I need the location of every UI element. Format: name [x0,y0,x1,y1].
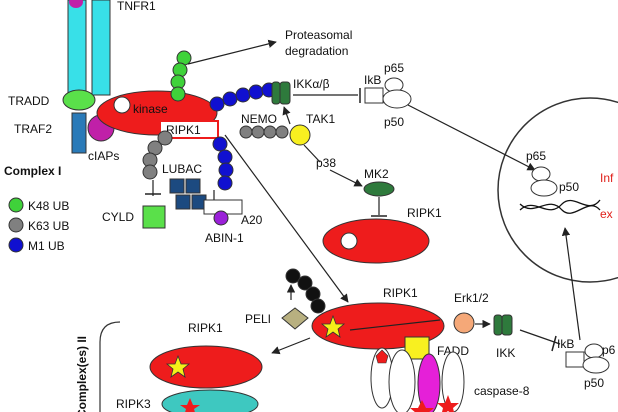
erk-node [453,312,475,334]
abin1-label: ABIN-1 [205,231,244,245]
tnfr1-chain-right [91,0,111,96]
ex-label: ex [600,207,613,221]
ripk3-label: RIPK3 [116,397,151,411]
abin1-node [213,210,229,226]
caspase8-node [370,347,465,412]
ikk-ab-label: IKKα/β [293,77,330,91]
p50-top-label: p50 [384,115,404,129]
ubiquitin-legend: K48 UB K63 UB M1 UB [8,197,69,253]
fadd-label: FADD [437,344,469,358]
p38-label: p38 [316,156,336,170]
lubac-node [169,178,207,210]
ikk-ikb-bottom-bar [551,335,557,352]
legend-m1-swatch [8,237,24,253]
ikb-bottom-node [565,351,585,368]
legend-k63-swatch [8,217,24,233]
fadd-node [404,336,430,360]
tak1-node [289,124,311,146]
m1-chain-top [209,82,277,112]
p38-mk2-arrow [329,169,363,187]
p50-bottom-node [582,356,610,374]
ikk-bottom-label: IKK [496,346,515,360]
cyld-node [142,205,166,229]
ripk1-necrosome-node [149,345,263,389]
a20-label: A20 [241,213,263,227]
ripk1-box-label: RIPK1 [166,123,201,137]
traf2-node [71,112,87,154]
tradd-label: TRADD [8,94,50,108]
ripk1-complex1-domain [113,96,131,114]
arrow-ripk1-to-complex2 [224,134,349,303]
ikb-top-node [364,87,384,104]
ripk1-free-node [322,218,430,264]
dna-strand-2 [519,203,601,214]
peli-node [281,307,309,330]
phospho-star-center [320,314,346,338]
p6-bottom-label: p6 [602,343,616,357]
ripk3-node [161,389,259,412]
ripk1-internal-line [349,319,441,331]
m1-chain-down [212,136,234,191]
tradd-node [62,89,96,111]
ikb-top-label: IkB [364,73,381,87]
phospho-star-left [165,354,191,378]
legend-k48-swatch [8,197,24,213]
traf2-label: TRAF2 [14,122,52,136]
ripk1-center-label: RIPK1 [383,286,418,300]
tnfr1-label: TNFR1 [117,0,156,13]
ikb-bottom-label: IkB [557,337,574,351]
legend-k63-label: K63 UB [28,219,69,233]
kinase-label: kinase [133,102,168,116]
p65-nucleus-label: p65 [526,149,546,163]
k63-chain-right [239,125,289,139]
caspase8-label: caspase-8 [474,384,530,398]
arrow-to-necrosome [271,337,311,355]
p50-nucleus-label: p50 [559,180,579,194]
ripk1-mid-label: RIPK1 [407,206,442,220]
ikk-bottom-node [493,314,513,336]
peli-label: PELI [245,312,271,326]
ikk-ikb-bottom-line [519,329,561,345]
cyld-label: CYLD [102,210,134,224]
p50-top-node [382,89,412,109]
ikk-ab-node [271,81,291,105]
phospho-star-ripk3 [180,398,200,412]
complex1-label: Complex I [4,164,61,178]
p65-nucleus-node [531,166,551,182]
inf-label: Inf [600,171,614,185]
ciaps-label: cIAPs [88,149,119,163]
arrow-to-degradation [187,39,277,65]
p65-bottom-node [584,343,604,359]
legend-m1-label: M1 UB [28,239,65,253]
ripk1-left-label: RIPK1 [188,321,223,335]
mk2-node [363,181,395,197]
tnf-ligand [69,0,83,8]
complex2-bracket [99,321,121,412]
p50-nucleus-node [530,179,558,197]
nucleus [497,97,618,283]
erk-label: Erk1/2 [454,291,489,305]
k63-chain-left [142,130,173,180]
legend-k48-label: K48 UB [28,199,69,213]
nemo-label: NEMO [241,112,277,126]
p65-top-label: p65 [384,61,404,75]
k48-chain [170,50,192,102]
ripk1-box [159,120,219,139]
tak1-p38-line [303,144,321,163]
tak1-label: TAK1 [306,112,335,126]
arrow-nfkb-to-nucleus [407,104,536,171]
tak1-to-ikk-arrow [282,106,291,125]
degradation-label: degradation [285,44,348,58]
ripk1-free-domain [340,232,358,250]
mk2-label: MK2 [364,167,389,181]
proteasomal-label: Proteasomal [285,28,352,42]
p50-bottom-label: p50 [584,376,604,390]
tnfr1-chain-left [67,0,87,96]
arrow-bottom-nfkb-to-nucleus [561,227,581,341]
complex2-label: Complex(es) II [75,336,89,412]
lubac-label: LUBAC [162,162,202,176]
black-ub-chain [285,268,326,314]
